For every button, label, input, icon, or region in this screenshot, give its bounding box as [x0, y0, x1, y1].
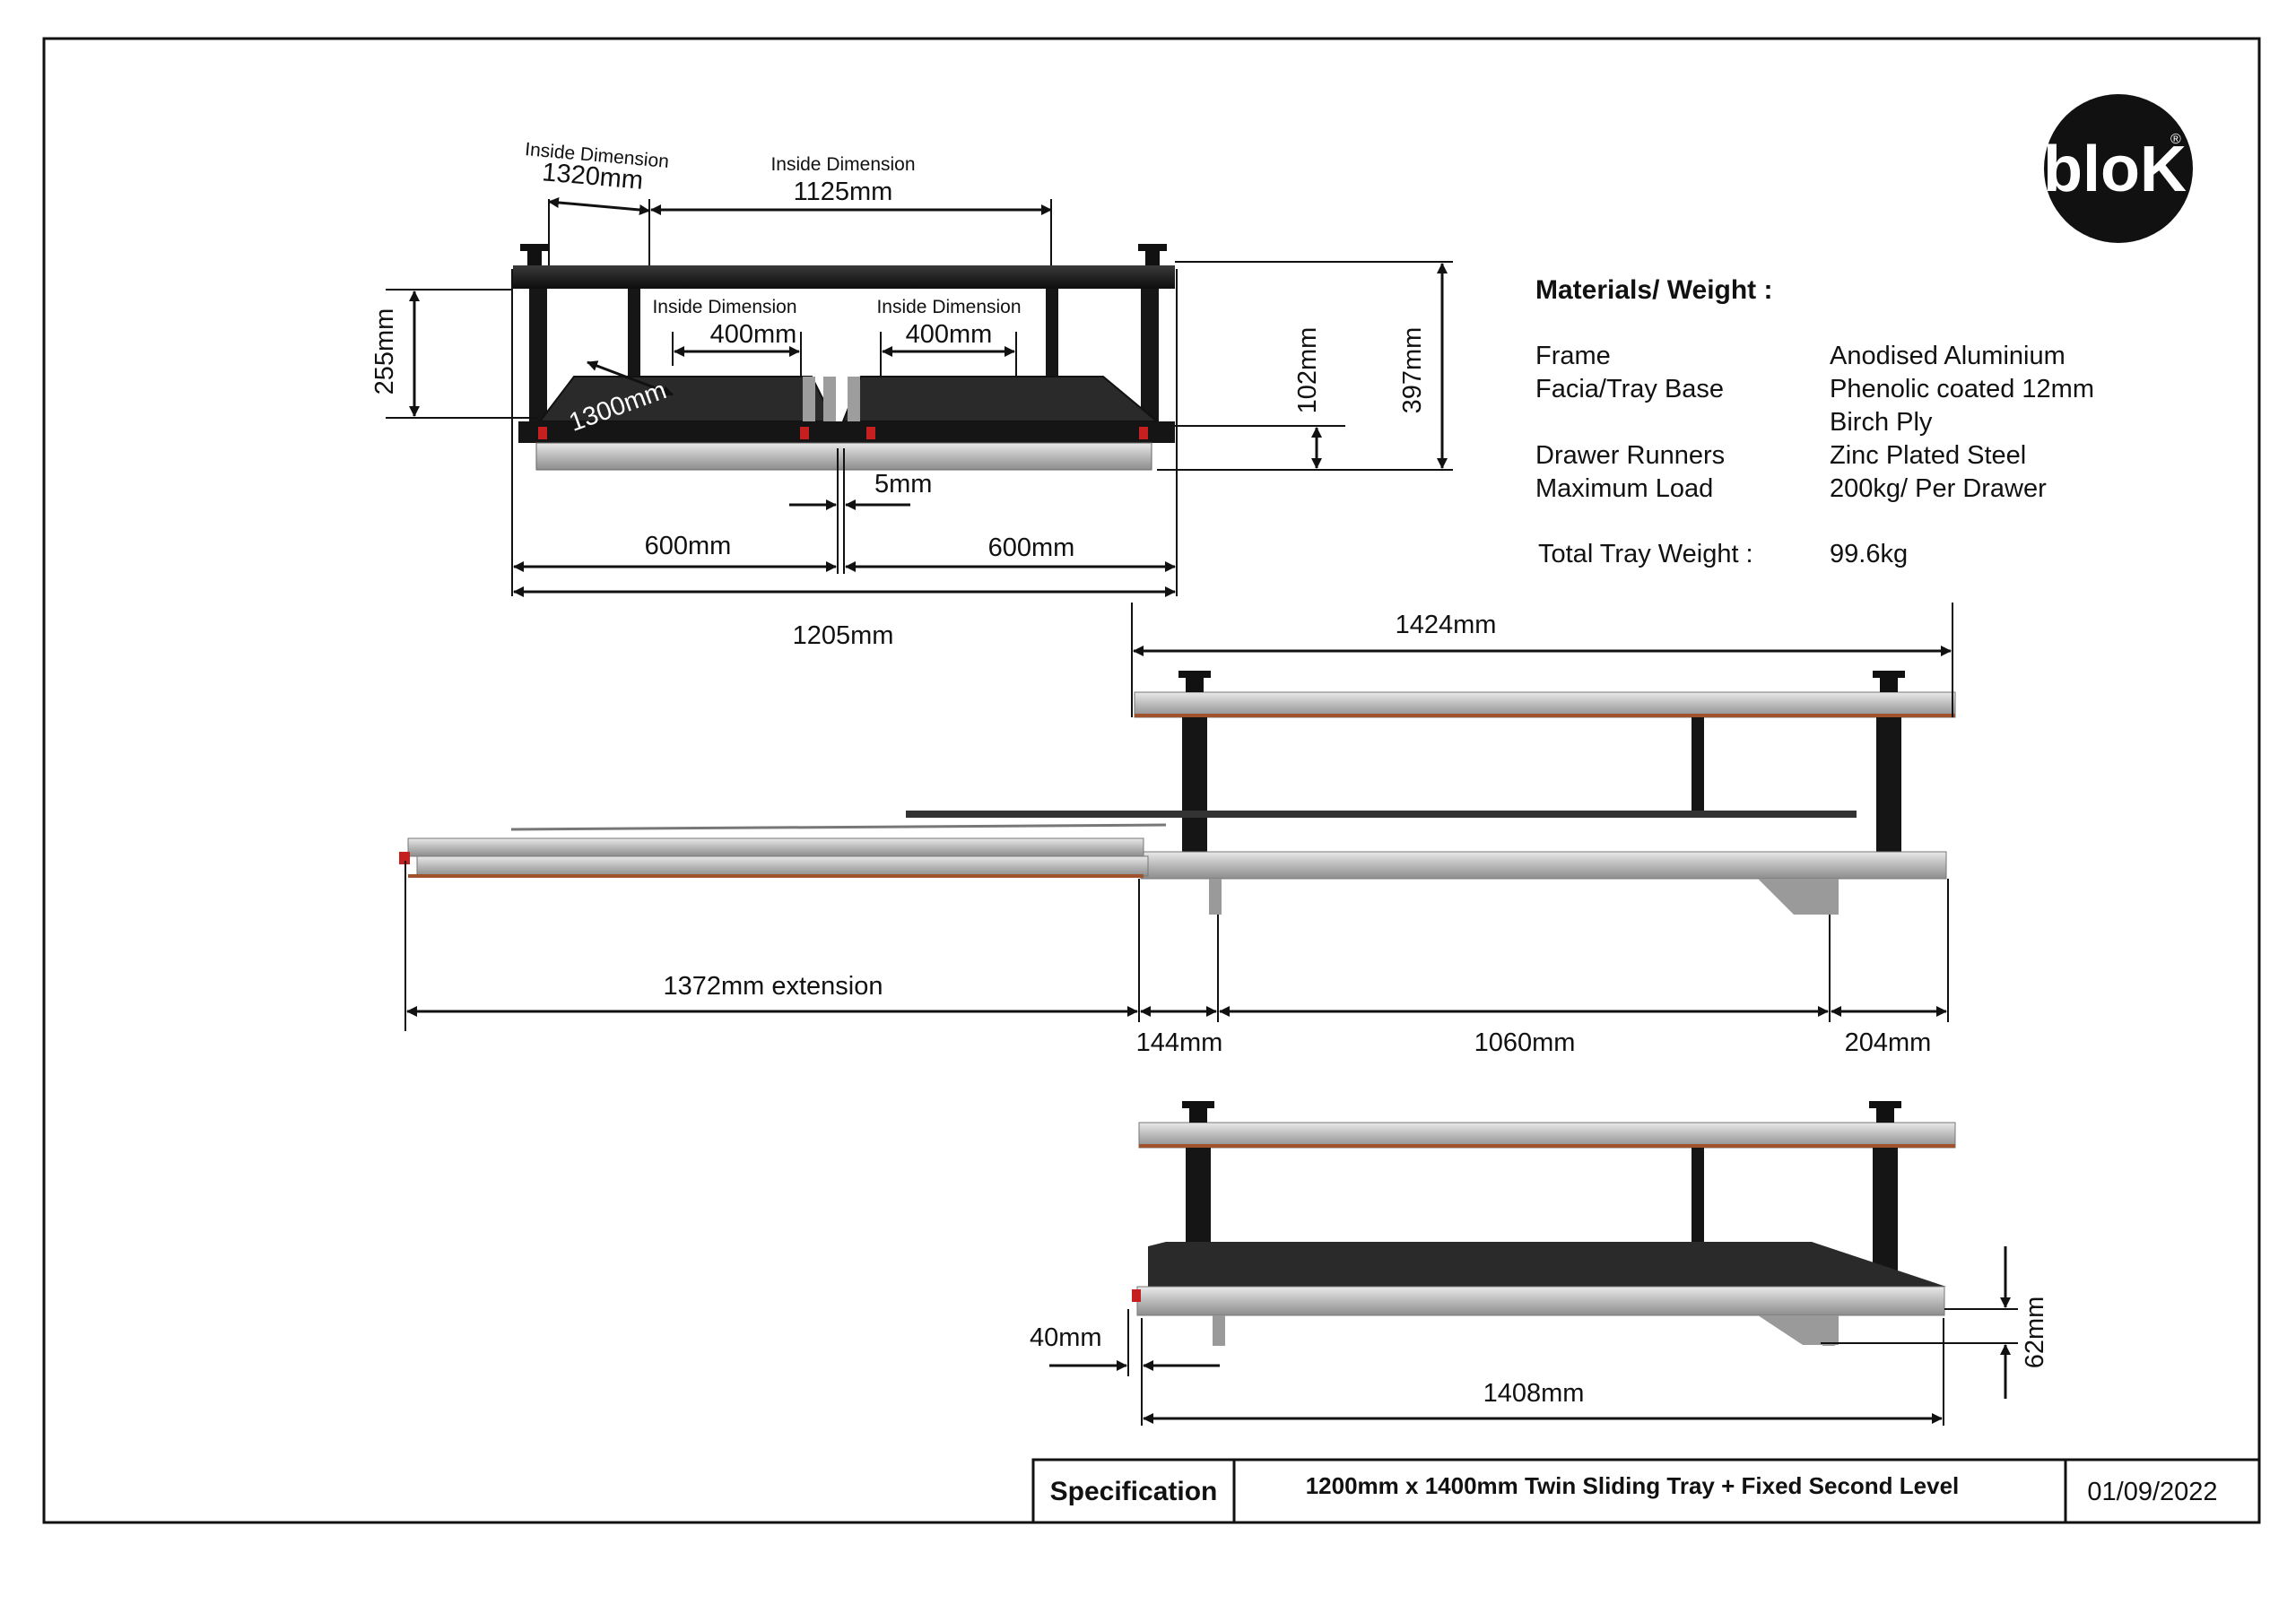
materials-label-load: Maximum Load	[1535, 474, 1713, 503]
inside-dimension-label-400-left: Inside Dimension	[652, 297, 796, 317]
materials-value-facia-cont: Birch Ply	[1830, 408, 1933, 437]
dim-400-right-label: 400mm	[906, 320, 993, 349]
dim-62-label: 62mm	[2021, 1297, 2049, 1369]
title-block: Specification 1200mm x 1400mm Twin Slidi…	[1031, 1458, 2261, 1524]
front-view-illustration	[513, 244, 1175, 471]
blok-logo: bloK ®	[2043, 94, 2193, 243]
dim-600-right-label: 600mm	[988, 533, 1075, 562]
title-block-date: 01/09/2022	[2087, 1478, 2217, 1506]
side-view-closed-illustration	[1132, 1101, 1956, 1346]
dim-144-label: 144mm	[1136, 1028, 1223, 1057]
materials-value-load: 200kg/ Per Drawer	[1830, 474, 2047, 503]
dim-40-label: 40mm	[1030, 1323, 1102, 1352]
materials-label-frame: Frame	[1535, 342, 1611, 370]
dim-1408-label: 1408mm	[1483, 1379, 1585, 1408]
materials-panel: Materials/ Weight : Frame Anodised Alumi…	[1535, 275, 2094, 568]
logo-registered-mark: ®	[2170, 132, 2181, 147]
materials-value-runners: Zinc Plated Steel	[1830, 441, 2026, 470]
dim-397-label: 397mm	[1398, 327, 1427, 414]
total-weight-label: Total Tray Weight :	[1538, 540, 1753, 568]
dim-5-label: 5mm	[874, 470, 932, 499]
dim-1424-label: 1424mm	[1396, 611, 1497, 639]
materials-value-facia: Phenolic coated 12mm	[1830, 375, 2094, 403]
logo-circle	[2044, 94, 2193, 243]
dim-255-label: 255mm	[370, 308, 399, 395]
materials-value-frame: Anodised Aluminium	[1830, 342, 2066, 370]
dim-600-left-label: 600mm	[645, 532, 732, 560]
dim-102-label: 102mm	[1293, 327, 1322, 414]
title-block-title: 1200mm x 1400mm Twin Sliding Tray + Fixe…	[1306, 1472, 1960, 1499]
side-view-extended-dimensions: 1424mm 1372mm extension 144mm 1060mm 204…	[404, 603, 1953, 1057]
dim-1060-label: 1060mm	[1474, 1028, 1576, 1057]
materials-label-runners: Drawer Runners	[1535, 441, 1725, 470]
side-view-closed-dimensions: 40mm 1408mm 62mm	[1030, 1246, 2049, 1426]
materials-label-facia: Facia/Tray Base	[1535, 375, 1724, 403]
inside-dimension-label-400-right: Inside Dimension	[876, 297, 1021, 317]
dim-1372-label: 1372mm extension	[663, 972, 883, 1001]
inside-dimension-label-1125: Inside Dimension	[770, 154, 915, 175]
logo-text: bloK	[2043, 134, 2187, 205]
total-weight-value: 99.6kg	[1830, 540, 1908, 568]
dim-1125-label: 1125mm	[794, 178, 893, 206]
side-view-extended-illustration	[399, 671, 1956, 915]
materials-heading: Materials/ Weight :	[1535, 275, 1773, 305]
dim-1205-label: 1205mm	[793, 621, 894, 650]
dim-204-label: 204mm	[1845, 1028, 1932, 1057]
dim-400-left-label: 400mm	[710, 320, 797, 349]
title-block-label: Specification	[1050, 1477, 1218, 1506]
